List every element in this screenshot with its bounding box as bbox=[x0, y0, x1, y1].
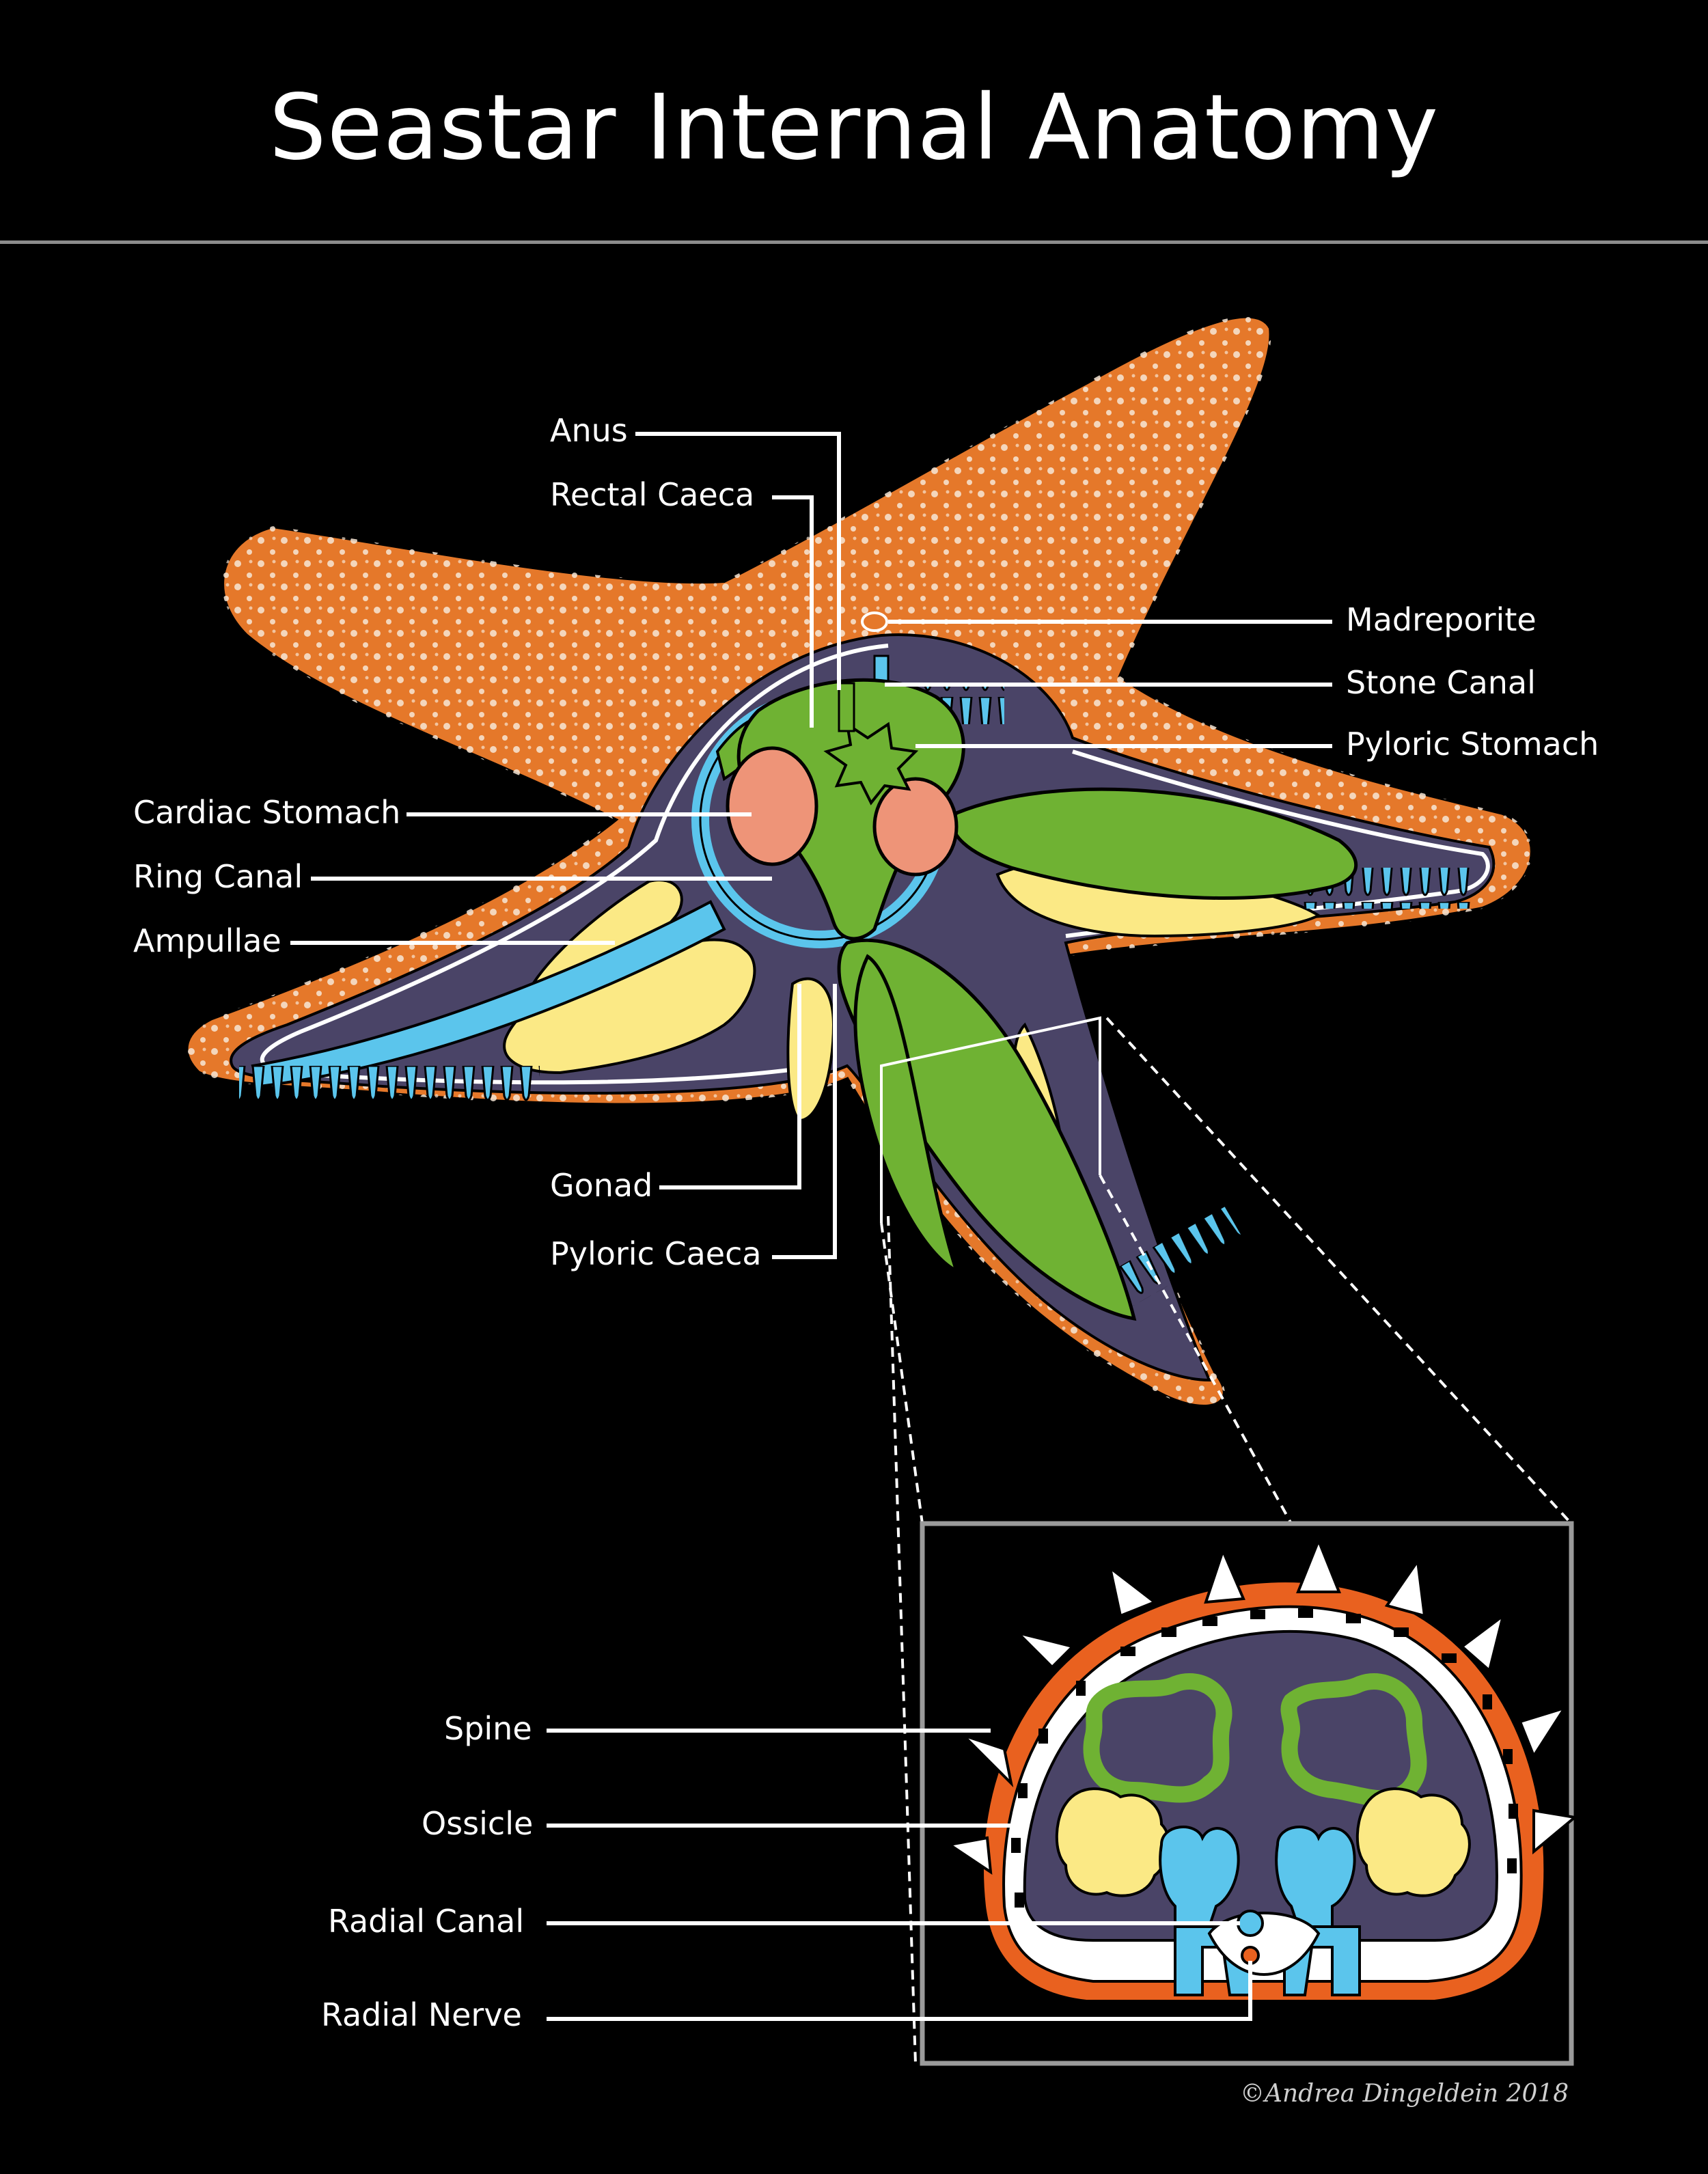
cardiac-stomach-right bbox=[874, 779, 956, 875]
section-caeca-right bbox=[1289, 1681, 1418, 1798]
label-radial-nerve: Radial Nerve bbox=[321, 1996, 522, 2033]
tube-feet-left bbox=[239, 1062, 540, 1103]
zoom-line-1 bbox=[881, 1223, 922, 1524]
cardiac-stomach-left bbox=[728, 748, 816, 864]
label-ossicle: Ossicle bbox=[422, 1805, 533, 1842]
artist-signature: ©Andrea Dingeldein 2018 bbox=[1240, 2080, 1569, 2108]
label-gonad: Gonad bbox=[550, 1167, 652, 1204]
madreporite-shape bbox=[862, 613, 887, 631]
label-anus: Anus bbox=[550, 412, 628, 449]
label-pyloric-stomach: Pyloric Stomach bbox=[1346, 726, 1599, 762]
section-gonad-left bbox=[1057, 1789, 1169, 1896]
section-caeca-left bbox=[1092, 1681, 1224, 1794]
label-radial-canal: Radial Canal bbox=[328, 1903, 524, 1940]
label-rectal-caeca: Rectal Caeca bbox=[550, 476, 754, 513]
zoom-line-4 bbox=[888, 1216, 915, 2063]
label-stone-canal: Stone Canal bbox=[1346, 664, 1536, 701]
label-spine: Spine bbox=[444, 1710, 532, 1747]
section-gonad-right bbox=[1358, 1789, 1470, 1896]
label-madreporite: Madreporite bbox=[1346, 601, 1537, 638]
gonad-lower bbox=[788, 979, 834, 1121]
label-cardiac-stomach: Cardiac Stomach bbox=[133, 794, 400, 831]
intestine-shape bbox=[839, 683, 854, 731]
label-ring-canal: Ring Canal bbox=[133, 858, 303, 895]
label-ampullae: Ampullae bbox=[133, 922, 281, 959]
label-pyloric-caeca: Pyloric Caeca bbox=[550, 1235, 762, 1272]
radial-canal-shape bbox=[1238, 1911, 1263, 1936]
